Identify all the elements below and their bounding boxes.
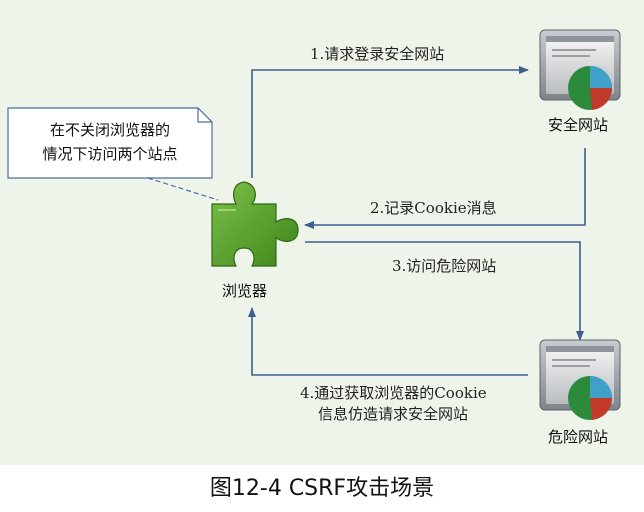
figure-caption: 图12-4 CSRF攻击场景 — [209, 476, 435, 501]
note-text: 在不关闭浏览器的 情况下访问两个站点 — [16, 118, 204, 166]
browser-label: 浏览器 — [222, 282, 268, 300]
arrow-4-label-line-1: 4.通过获取浏览器的Cookie — [300, 384, 487, 402]
diagram-panel — [0, 0, 644, 465]
arrow-forge-request — [248, 307, 528, 376]
arrow-1-label: 1.请求登录安全网站 — [310, 45, 445, 63]
note-callout — [7, 107, 219, 201]
arrow-3-label: 3.访问危险网站 — [392, 257, 497, 275]
danger-site-label: 危险网站 — [548, 428, 609, 446]
arrow-request-login — [251, 66, 529, 178]
arrow-2-label: 2.记录Cookie消息 — [370, 199, 497, 217]
diagram-canvas — [7, 29, 621, 420]
arrow-record-cookie — [304, 148, 586, 229]
arrow-4-label-line-2: 信息仿造请求安全网站 — [318, 405, 469, 423]
note-line-1: 在不关闭浏览器的 — [49, 121, 170, 139]
arrow-visit-danger — [305, 241, 584, 341]
danger-site-icon — [539, 339, 621, 420]
puzzle-icon — [211, 181, 299, 267]
safe-site-icon — [539, 29, 621, 110]
note-line-2: 情况下访问两个站点 — [42, 145, 178, 163]
safe-site-label: 安全网站 — [548, 116, 609, 134]
